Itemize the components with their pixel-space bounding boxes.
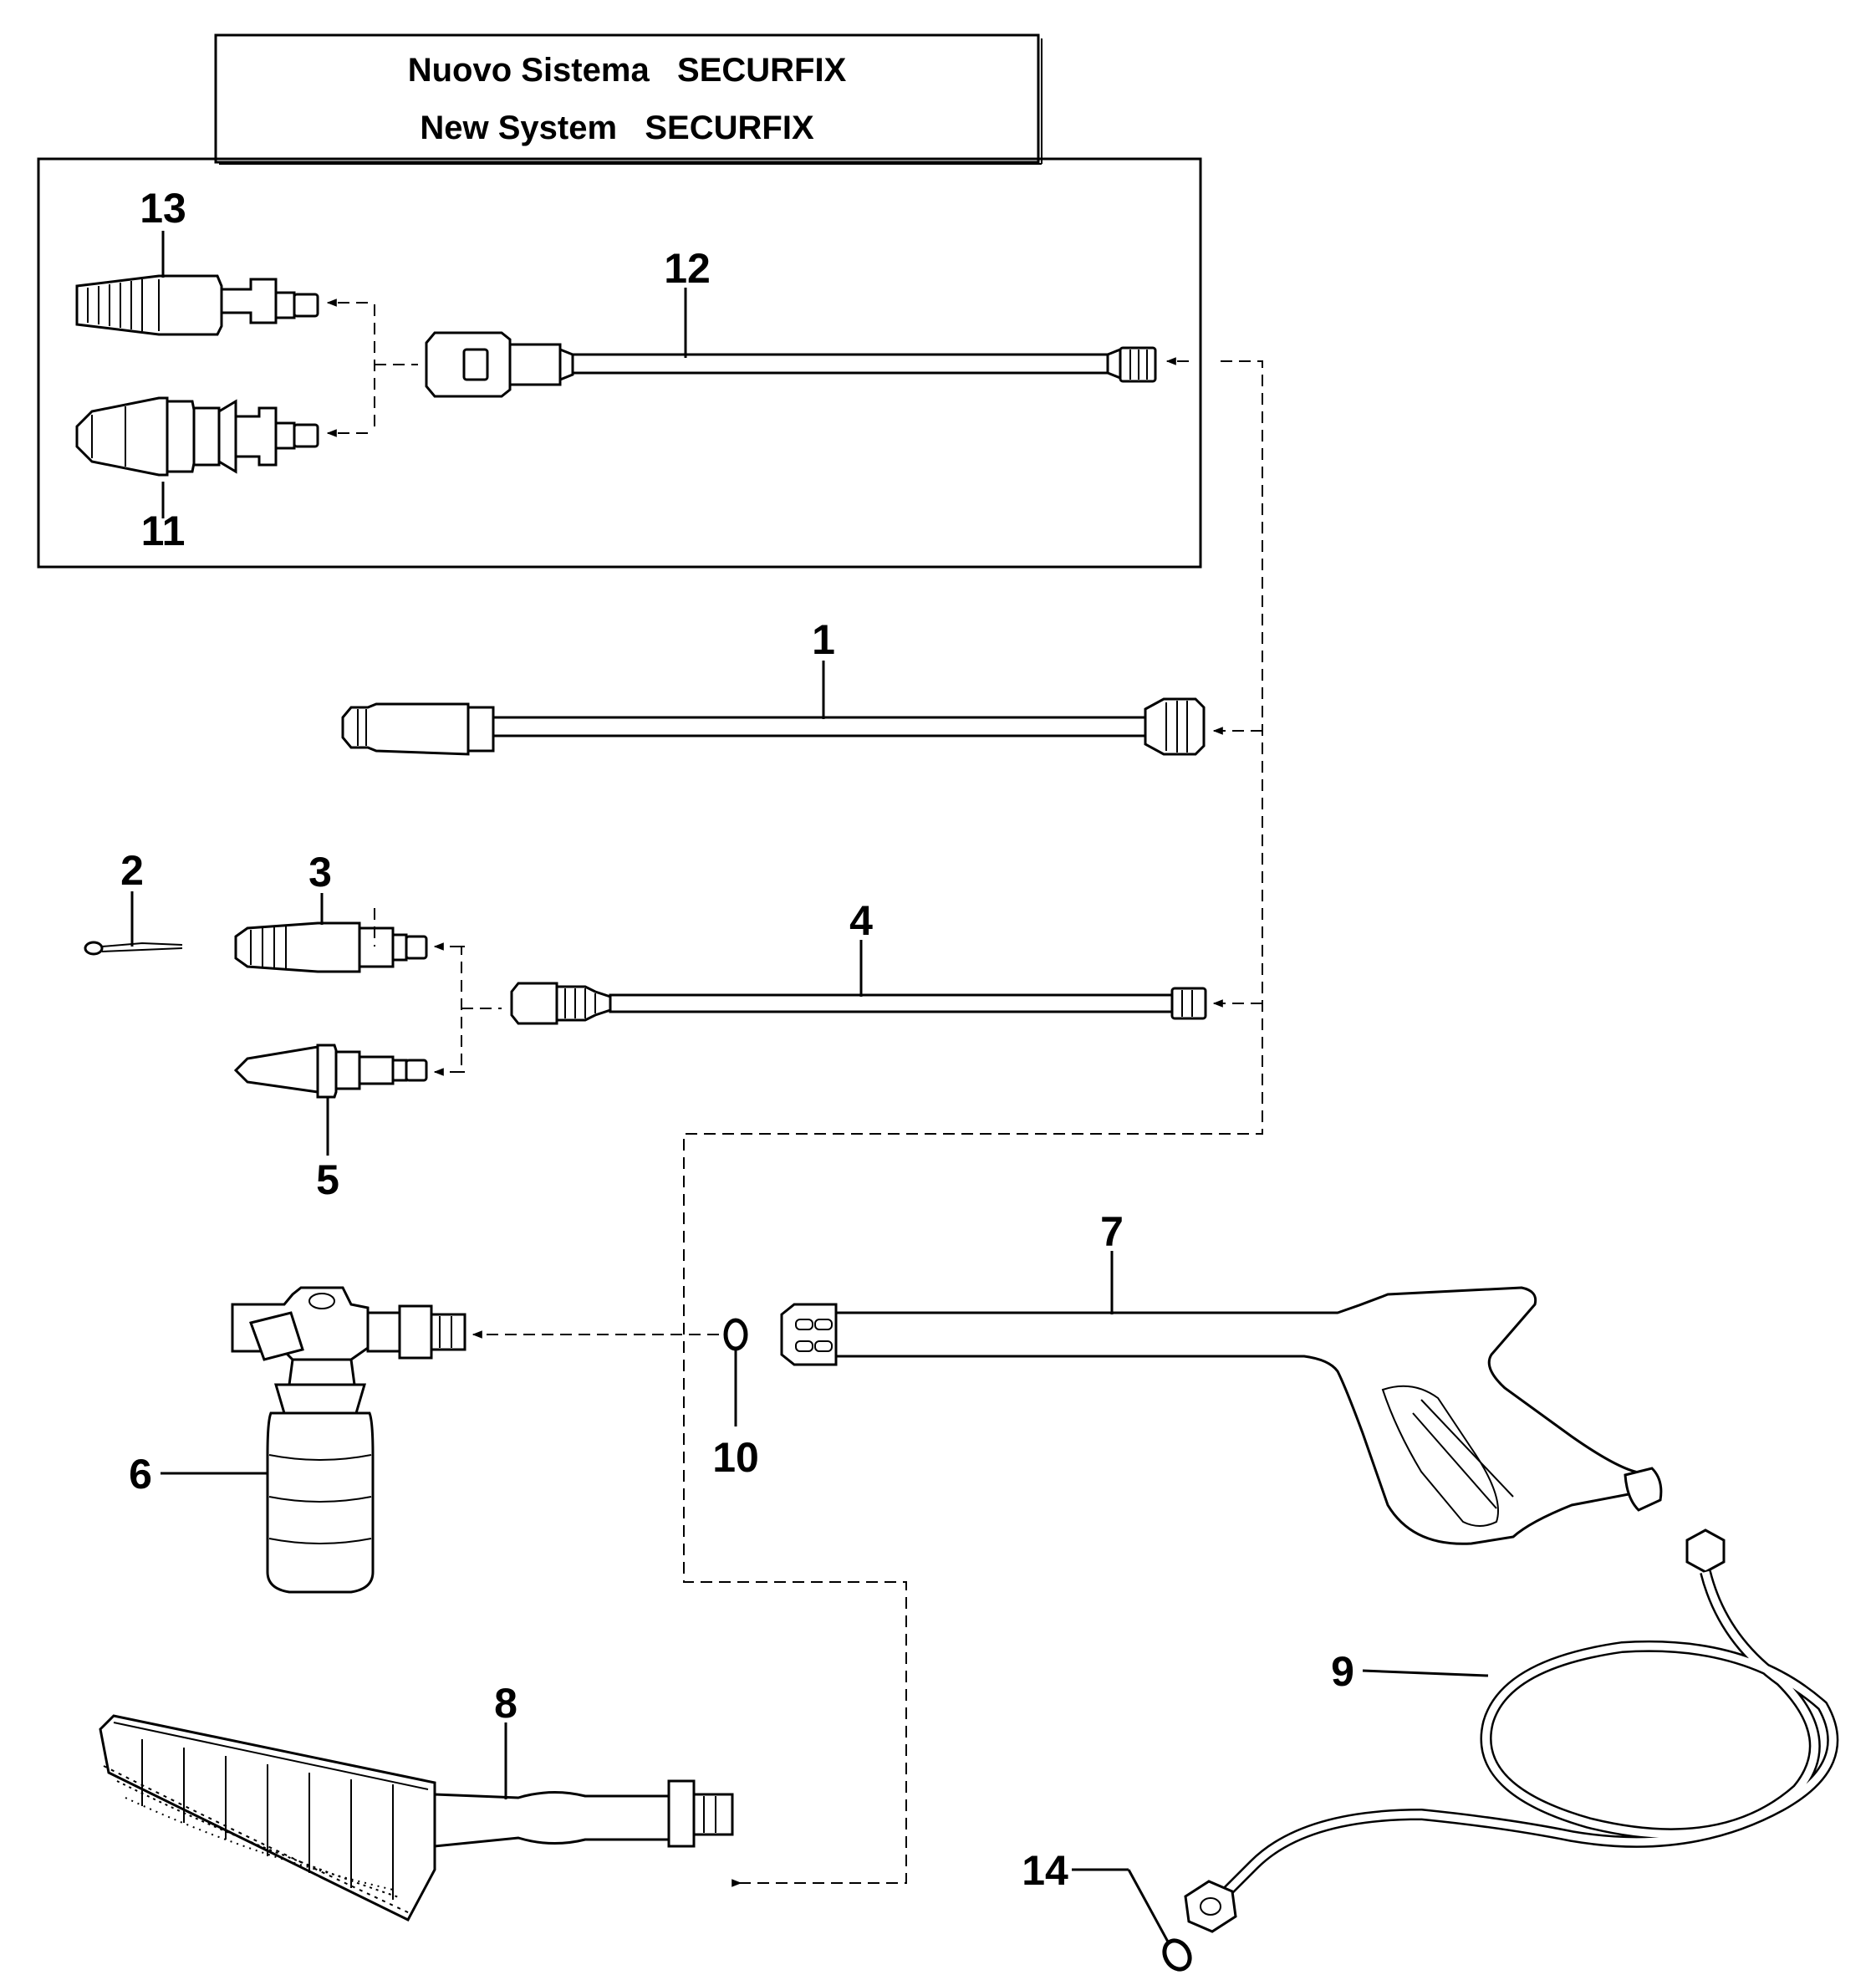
part-10-o-ring — [723, 1318, 748, 1351]
callout-12: 12 — [664, 245, 711, 292]
part-13-adjustable-nozzle — [75, 274, 319, 336]
callout-14: 14 — [1022, 1847, 1068, 1894]
callout-6: 6 — [129, 1451, 152, 1498]
callout-8: 8 — [494, 1680, 517, 1727]
callout-7: 7 — [1100, 1208, 1124, 1255]
part-1-lance — [341, 697, 1206, 756]
leader-lines — [130, 231, 1489, 1944]
part-7-trigger-gun — [780, 1286, 1663, 1545]
callout-2: 2 — [120, 847, 144, 894]
title-line-1: Nuovo Sistema SECURFIX — [408, 52, 847, 89]
callout-5: 5 — [316, 1156, 339, 1203]
part-3-nozzle — [234, 921, 428, 973]
part-5-turbo-nozzle — [233, 1044, 428, 1099]
part-11-turbo-nozzle — [75, 396, 319, 477]
assembly-lines — [326, 299, 1263, 1887]
part-9-hose — [1184, 1528, 1839, 1933]
callout-9: 9 — [1331, 1648, 1354, 1695]
title-box: Nuovo Sistema SECURFIX New System SECURF… — [214, 33, 1043, 165]
part-4-lance — [510, 982, 1207, 1025]
callout-10: 10 — [712, 1434, 759, 1481]
part-12-securfix-lance — [425, 331, 1157, 398]
part-8-brush — [99, 1714, 734, 1921]
callout-4: 4 — [849, 897, 873, 944]
securfix-frame — [37, 157, 1202, 569]
part-2-cleaning-needle — [84, 941, 183, 956]
title-line-2: New System SECURFIX — [420, 110, 814, 146]
callout-11: 11 — [141, 508, 186, 554]
callout-labels: 13 11 12 1 2 3 4 5 6 10 7 8 9 14 — [120, 185, 1354, 1894]
part-6-foam-bottle — [231, 1286, 466, 1594]
callout-3: 3 — [308, 849, 332, 896]
callout-1: 1 — [812, 616, 835, 663]
part-14-washer — [1162, 1938, 1192, 1972]
callout-13: 13 — [140, 185, 186, 232]
